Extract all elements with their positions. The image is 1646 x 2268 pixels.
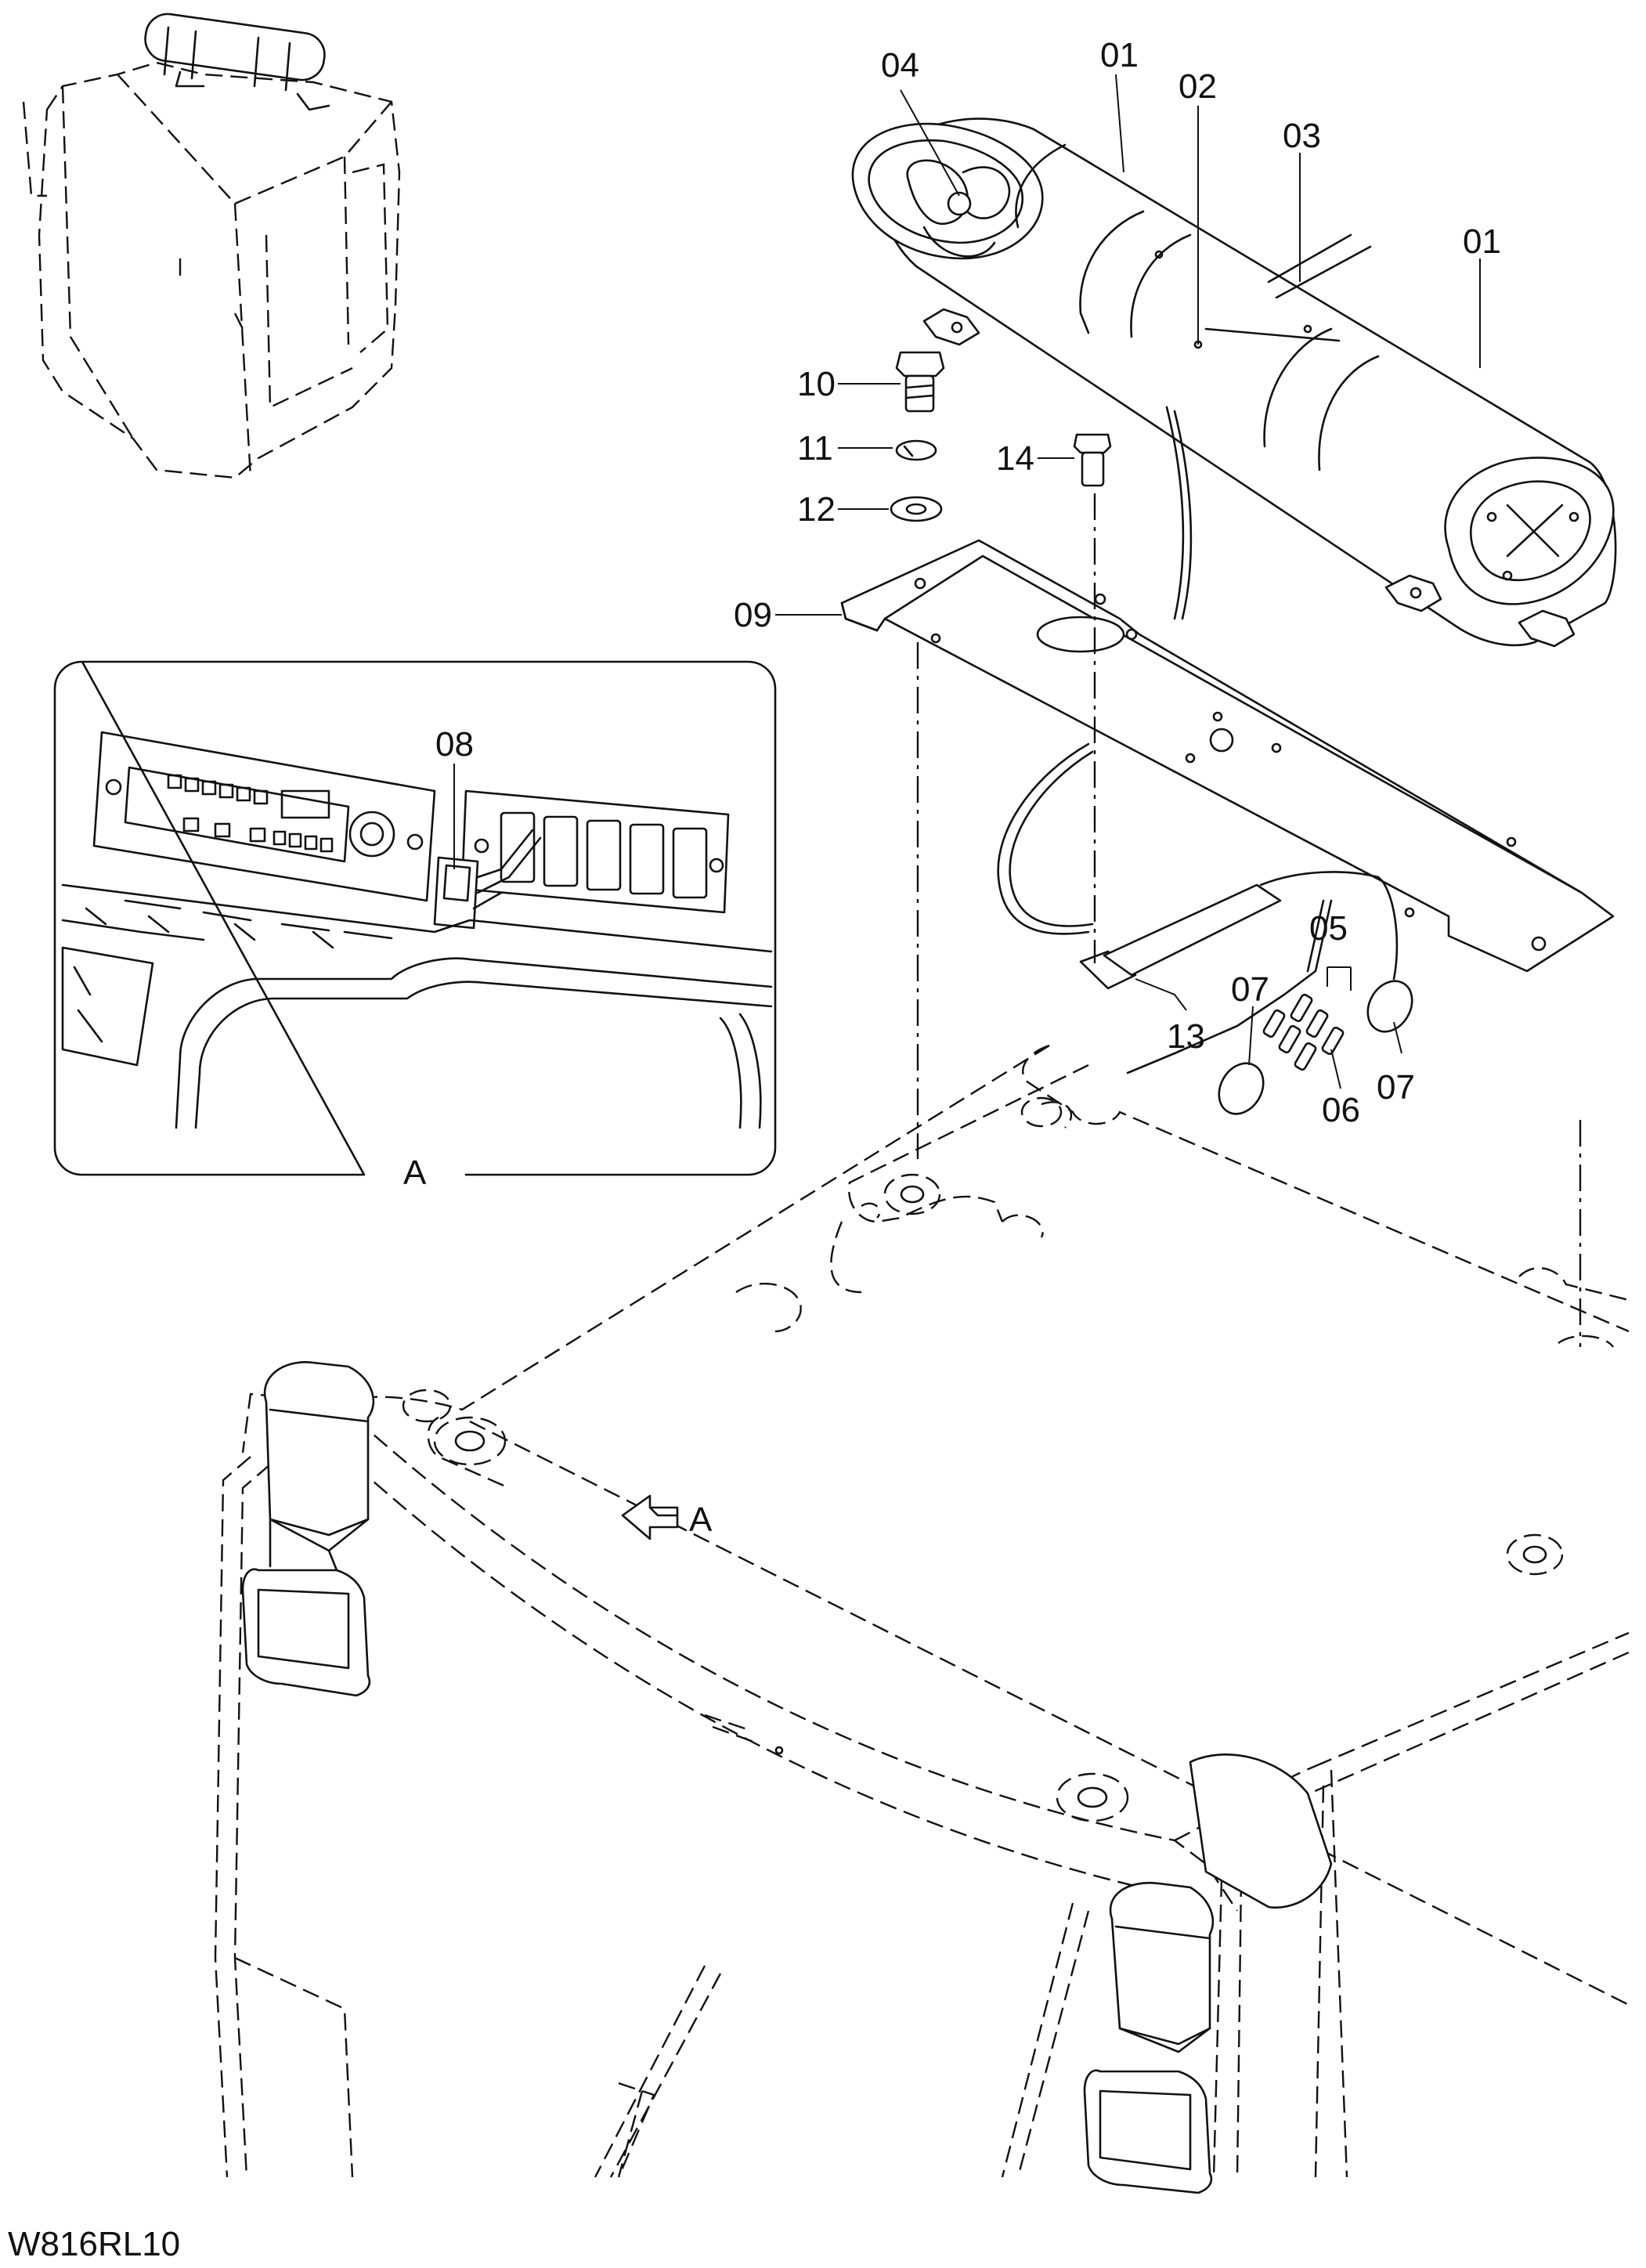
bracket	[840, 539, 1615, 973]
view-arrow: A	[621, 1494, 713, 1540]
detail-view-label: A	[403, 1154, 427, 1192]
callout-01-left: 01	[1100, 36, 1139, 74]
callout-08: 08	[435, 725, 474, 764]
callout-14: 14	[996, 439, 1034, 478]
rocker-switch	[433, 856, 479, 930]
callout-09: 09	[734, 596, 772, 634]
callout-07-left: 07	[1231, 970, 1269, 1009]
leader-lines	[453, 74, 1481, 1089]
assembly-axes	[916, 493, 1582, 1347]
callout-11: 11	[797, 429, 833, 468]
callout-07-right: 07	[1377, 1068, 1415, 1107]
callout-01-right: 01	[1463, 222, 1501, 261]
connector-pins	[1262, 993, 1345, 1071]
callout-labels: 04 01 02 03 01 10 11 14 12 09 08 05 07 1…	[435, 36, 1501, 1129]
callout-12: 12	[797, 490, 836, 529]
callout-04: 04	[881, 46, 919, 85]
beacon-assembly	[851, 117, 1617, 648]
work-light-right	[1083, 1753, 1333, 2194]
wiring-harness	[997, 742, 1413, 1115]
fasteners	[890, 351, 1112, 522]
detail-view-panel: A	[53, 660, 777, 1192]
callout-13: 13	[1167, 1017, 1205, 1056]
cab-thumbnail	[22, 13, 401, 479]
callout-03: 03	[1283, 117, 1321, 155]
cab-roof	[214, 1044, 1630, 2178]
callout-10: 10	[797, 365, 836, 403]
drawing-code: W816RL10	[8, 2225, 180, 2263]
view-arrow-label: A	[689, 1501, 713, 1539]
callout-02: 02	[1179, 67, 1217, 106]
switch-slots	[500, 811, 708, 899]
work-light-left	[241, 1361, 375, 1697]
radio-buttons	[167, 774, 334, 853]
callout-05: 05	[1309, 909, 1348, 948]
callout-06: 06	[1322, 1091, 1360, 1129]
